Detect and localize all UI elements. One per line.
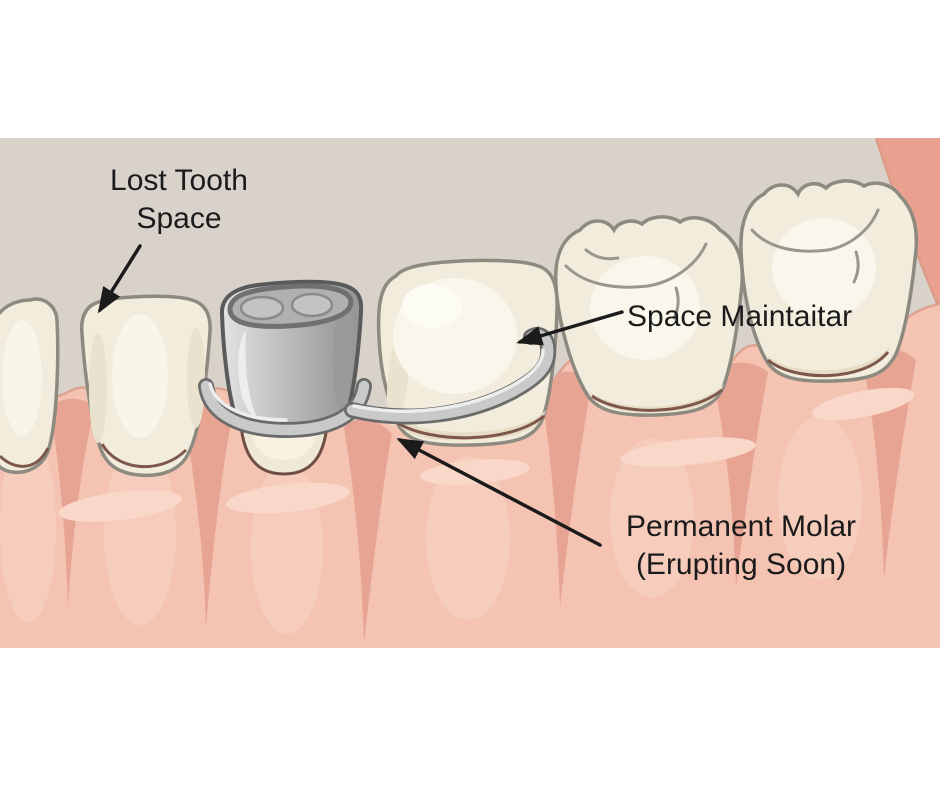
tooth-left-incisor: [0, 297, 60, 475]
stainless-steel-crown: [220, 279, 364, 437]
dental-diagram: [0, 138, 940, 648]
space-maintainer-label: Space Maintaitar: [627, 300, 853, 333]
permanent-molar-arrow: [396, 438, 602, 547]
lost-tooth-arrow: [97, 244, 142, 314]
lost-tooth-space-line2: Space: [136, 202, 222, 235]
permanent-molar-line2: (Erupting Soon): [635, 548, 847, 581]
tooth-second-molar: [739, 179, 919, 383]
crown-highlight: [238, 330, 256, 416]
tooth-second-incisor: [79, 294, 212, 478]
lost-tooth-space-line1: Lost Tooth: [110, 164, 248, 197]
tooth-first-molar: [553, 215, 745, 417]
gum-texture: [0, 347, 916, 643]
illustration-canvas: Lost Tooth Space Space Maintaitar Perman…: [0, 138, 940, 648]
annotation-arrows: [97, 244, 624, 547]
lost-tooth-space-label: Lost Tooth Space: [69, 162, 289, 238]
permanent-molar-label: Permanent Molar (Erupting Soon): [591, 508, 891, 584]
space-maintainer-arrow: [516, 310, 624, 346]
permanent-molar-line1: Permanent Molar: [625, 510, 857, 543]
maintainer-wire: [344, 326, 557, 425]
